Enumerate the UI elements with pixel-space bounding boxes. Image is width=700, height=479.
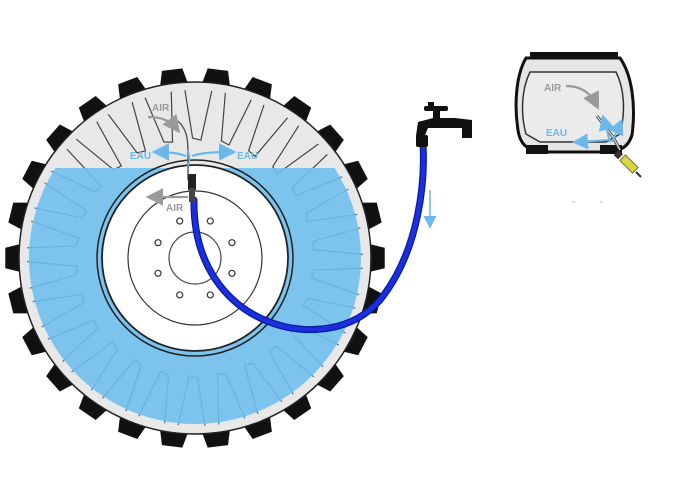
bolt-hole: [206, 217, 214, 225]
tread-lug: [46, 124, 79, 158]
tread-cell: [34, 182, 88, 219]
tread-cell: [71, 341, 118, 391]
air-label-top: AIR: [152, 103, 170, 114]
water-hose: [191, 142, 426, 332]
tread-cell: [247, 104, 288, 158]
bolt-hole: [228, 239, 236, 247]
valve-stem: [177, 120, 196, 202]
tread-cell: [220, 92, 252, 146]
bolt-hole: [228, 269, 236, 277]
inset-air-label: AIR: [544, 83, 562, 94]
main-tire: [5, 68, 385, 448]
water-arrow-right: [191, 143, 237, 161]
tread-cell: [26, 260, 78, 289]
tread-cell: [75, 121, 123, 171]
eau-label-right: EAU: [237, 151, 258, 162]
water-arrow-down: [187, 149, 191, 167]
air-arrow-top: [147, 113, 180, 134]
bolt-hole: [154, 269, 162, 277]
tread-cell: [107, 102, 147, 154]
bolt-hole: [154, 239, 162, 247]
tread-cell: [302, 297, 356, 334]
bolt-hole: [176, 217, 184, 225]
tread-cell: [177, 375, 206, 426]
tread-cell: [216, 373, 246, 425]
air-label-valve: AIR: [166, 203, 184, 214]
water-arrow-left: [151, 143, 187, 161]
tread-cell: [312, 227, 364, 256]
tread-cell: [305, 188, 358, 223]
tread-cell: [272, 168, 287, 175]
sidewall-ring: [96, 159, 294, 357]
tread-cell: [243, 362, 283, 414]
tread-cell: [291, 168, 343, 197]
tread-cell: [32, 293, 85, 328]
bolt-hole: [206, 291, 214, 299]
hub-bolt-holes: [154, 217, 236, 299]
tread-cell: [184, 90, 213, 141]
valve-icon: [613, 150, 642, 178]
tread-lug: [46, 358, 79, 392]
tire-cross-section-inset: EAU AIR: [514, 52, 642, 178]
tread-cell: [27, 220, 80, 249]
tread-cell: [138, 370, 170, 424]
tread-cell: [267, 345, 315, 395]
tread-cell: [310, 267, 363, 296]
inset-eau-label: EAU: [546, 128, 567, 139]
eau-label-left: EAU: [130, 151, 151, 162]
bolt-hole: [176, 291, 184, 299]
tread-cell: [47, 319, 99, 362]
tread-lug: [311, 124, 344, 158]
tread-cell: [51, 168, 103, 193]
tread-lug: [311, 358, 344, 392]
tread-cell: [102, 358, 143, 412]
faucet-icon: [416, 102, 472, 147]
